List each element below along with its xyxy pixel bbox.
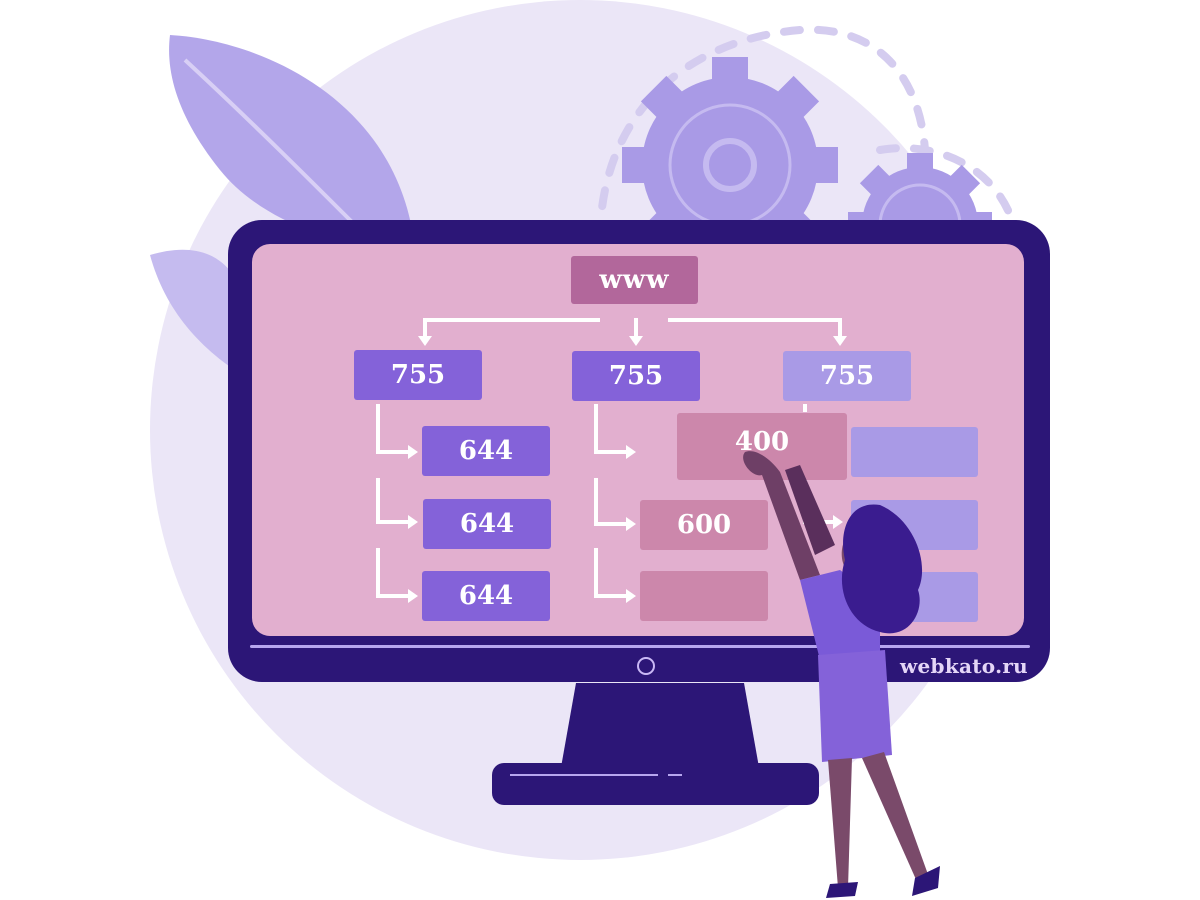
tree-node: 600: [640, 500, 768, 550]
bezel-line: [250, 645, 1030, 648]
leaf-icon: [150, 35, 415, 380]
tree-column-header: 755: [783, 351, 911, 401]
tree-node-empty: [851, 427, 978, 477]
base-highlight-dash: [668, 774, 682, 776]
tree-node-empty: [640, 571, 768, 621]
tree-node: 644: [423, 499, 551, 549]
power-button-icon[interactable]: [637, 657, 655, 675]
tree-column-header: 755: [354, 350, 482, 400]
base-highlight: [510, 774, 658, 776]
monitor-stand-neck: [560, 683, 760, 773]
monitor-stand-base: [492, 763, 819, 805]
tree-root-box: www: [571, 256, 698, 304]
tree-column-header: 755: [572, 351, 700, 401]
tree-node: 644: [422, 571, 550, 621]
watermark: webkato.ru: [900, 654, 1029, 678]
tree-node: 644: [422, 426, 550, 476]
